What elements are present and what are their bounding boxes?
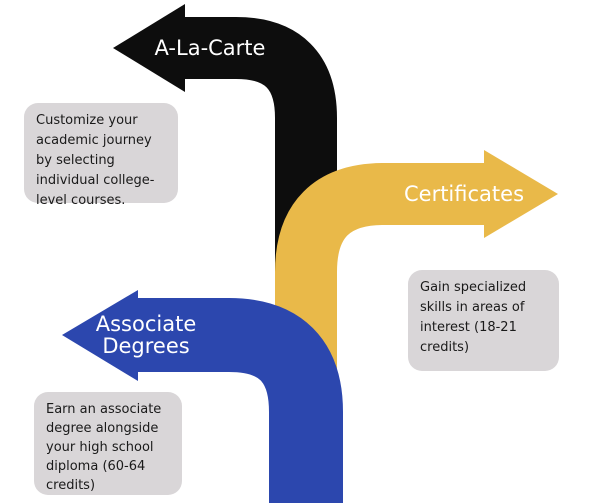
certificates-description: Gain specialized skills in areas of inte… bbox=[420, 280, 527, 355]
alacarte-arrow bbox=[113, 4, 337, 503]
alacarte-arrow-head bbox=[113, 4, 185, 92]
associate-description: Earn an associate degree alongside your … bbox=[46, 402, 162, 493]
certificates-description-card: Gain specialized skills in areas of inte… bbox=[408, 270, 559, 371]
alacarte-description-card: Customize your academic journey by selec… bbox=[24, 103, 178, 208]
certificates-arrow-shaft bbox=[275, 163, 500, 503]
alacarte-label: A-La-Carte bbox=[154, 36, 266, 60]
associate-description-card: Earn an associate degree alongside your … bbox=[34, 392, 182, 495]
certificates-arrow-head bbox=[484, 150, 558, 238]
associate-arrow bbox=[62, 290, 343, 503]
associate-label: Associate Degrees bbox=[90, 313, 202, 357]
certificates-label: Certificates bbox=[403, 182, 525, 206]
alacarte-arrow-shaft bbox=[165, 17, 337, 503]
associate-arrow-head bbox=[62, 290, 138, 381]
alacarte-description: Customize your academic journey by selec… bbox=[36, 113, 155, 208]
associate-arrow-shaft bbox=[135, 298, 343, 503]
associate-label-line2: Degrees bbox=[102, 334, 190, 358]
certificates-arrow bbox=[275, 150, 558, 503]
associate-label-line1: Associate bbox=[95, 312, 197, 336]
